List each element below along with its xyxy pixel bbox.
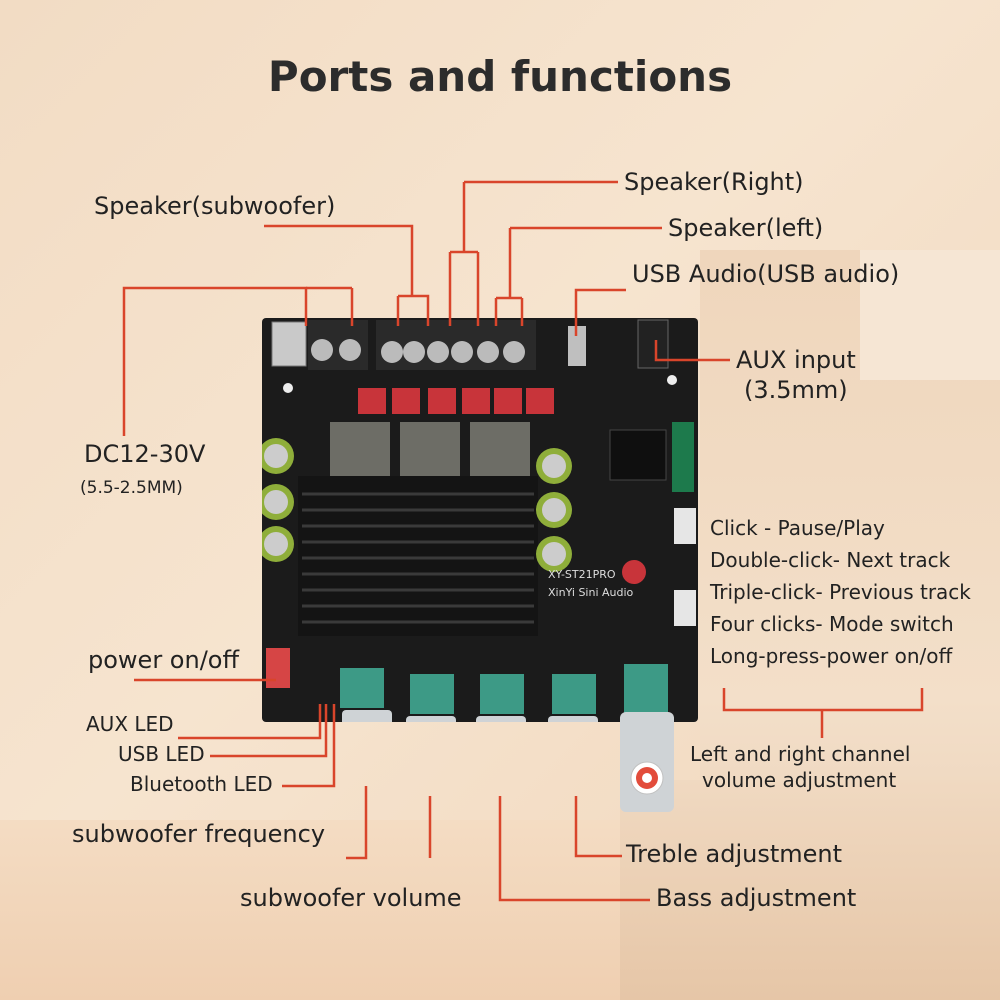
label-bluetooth-led: Bluetooth LED <box>130 772 273 796</box>
amplifier-board-image: XY-ST21PRO XinYi Sini Audio <box>262 318 698 722</box>
label-dc-voltage: DC12-30V <box>84 440 206 468</box>
button-function-click: Click - Pause/Play <box>710 516 885 540</box>
label-usb-audio: USB Audio(USB audio) <box>632 260 900 288</box>
label-speaker-left: Speaker(left) <box>668 214 824 242</box>
background-panel-top <box>860 250 1000 380</box>
background-stand <box>0 820 700 1000</box>
label-bass-adjustment: Bass adjustment <box>656 884 857 912</box>
label-power-switch: power on/off <box>88 646 240 674</box>
page-title: Ports and functions <box>267 52 733 101</box>
button-function-double-click: Double-click- Next track <box>710 548 951 572</box>
label-subwoofer-frequency: subwoofer frequency <box>72 820 326 848</box>
label-treble-adjustment: Treble adjustment <box>626 840 843 868</box>
label-usb-led: USB LED <box>118 742 205 766</box>
label-lr-volume-line1: Left and right channel <box>690 742 911 766</box>
background-shelf <box>620 780 1000 1000</box>
label-lr-volume-line2: volume adjustment <box>702 768 897 792</box>
label-speaker-right: Speaker(Right) <box>624 168 804 196</box>
button-function-triple-click: Triple-click- Previous track <box>710 580 971 604</box>
board-maker: XinYi Sini Audio <box>548 586 634 599</box>
label-aux-led: AUX LED <box>86 712 174 736</box>
board-model: XY-ST21PRO <box>548 568 616 581</box>
button-function-long-press: Long-press-power on/off <box>710 644 953 668</box>
button-function-four-clicks: Four clicks- Mode switch <box>710 612 954 636</box>
label-aux-input: AUX input <box>736 346 856 374</box>
label-subwoofer-volume: subwoofer volume <box>240 884 462 912</box>
label-aux-input-size: (3.5mm) <box>744 376 848 404</box>
label-speaker-subwoofer: Speaker(subwoofer) <box>94 192 336 220</box>
label-dc-plug: (5.5-2.5MM) <box>80 478 183 498</box>
